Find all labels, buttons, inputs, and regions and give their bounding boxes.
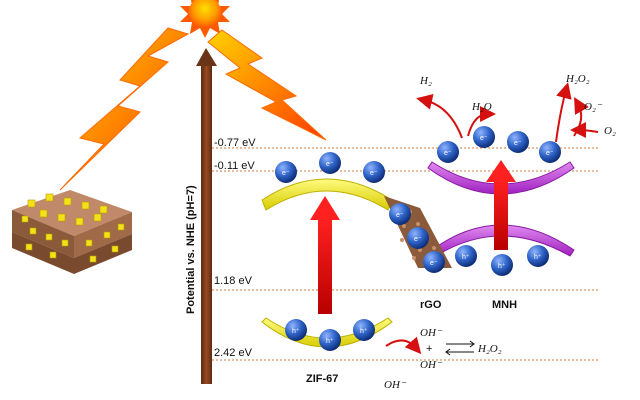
carrier-balls: e⁻ e⁻ e⁻ e⁻ e⁻ e⁻ e⁻ e⁻ e⁻ e⁻ h⁺ h⁺ h⁺ h… (275, 126, 561, 351)
oh-bottom-label: OH⁻ (384, 379, 407, 391)
zif-excitation-arrow (310, 196, 340, 314)
h2o-label: H₂O (471, 101, 492, 113)
plus-sign: + (426, 343, 432, 355)
hole-ball: h⁺ (353, 319, 375, 341)
o2-label: O₂ (604, 125, 616, 137)
svg-text:e⁻: e⁻ (370, 170, 378, 177)
level-label: -0.11 eV (214, 160, 255, 172)
electron-ball: e⁻ (539, 141, 561, 163)
mnh-conduction-band-arc (427, 161, 575, 195)
mnh-label: MNH (492, 299, 517, 311)
hole-ball: h⁺ (455, 245, 477, 267)
hole-ball: h⁺ (527, 245, 549, 267)
electron-ball: e⁻ (389, 203, 411, 225)
svg-text:e⁻: e⁻ (282, 170, 290, 177)
electron-ball: e⁻ (275, 161, 297, 183)
hole-ball: h⁺ (285, 319, 307, 341)
svg-text:h⁺: h⁺ (462, 254, 470, 261)
level-label: 2.42 eV (214, 347, 253, 359)
svg-text:e⁻: e⁻ (326, 161, 334, 168)
svg-text:e⁻: e⁻ (444, 150, 452, 157)
oh-label-1: OH⁻ (420, 327, 443, 339)
zif-67-crystal-structure (12, 190, 132, 274)
h2o2-bottom-label: H₂O₂ (477, 343, 502, 355)
electron-ball: e⁻ (363, 161, 385, 183)
svg-text:h⁺: h⁺ (292, 328, 300, 335)
hole-ball: h⁺ (319, 329, 341, 351)
svg-text:h⁺: h⁺ (534, 254, 542, 261)
electron-ball: e⁻ (507, 131, 529, 153)
reaction-arrows (385, 82, 599, 355)
svg-text:e⁻: e⁻ (396, 212, 404, 219)
o2-radical-label: O₂⁻ (584, 101, 603, 113)
svg-text:h⁺: h⁺ (498, 263, 506, 270)
electron-ball: e⁻ (437, 141, 459, 163)
axis-label: Potential vs. NHE (pH=7) (185, 185, 197, 314)
svg-text:h⁺: h⁺ (326, 338, 334, 345)
oh-label-2: OH⁻ (420, 359, 443, 371)
mnh-valence-band-arc (431, 224, 575, 257)
svg-text:e⁻: e⁻ (480, 135, 488, 142)
svg-text:e⁻: e⁻ (546, 150, 554, 157)
electron-ball: e⁻ (423, 251, 445, 273)
hole-ball: h⁺ (491, 254, 513, 276)
sun-icon (180, 0, 230, 38)
h2-label: H₂ (419, 75, 432, 87)
right-light-bolt-icon (207, 29, 327, 141)
potential-axis (196, 48, 217, 384)
zif-67-label: ZIF-67 (306, 373, 338, 385)
svg-text:h⁺: h⁺ (360, 328, 368, 335)
level-label: -0.77 eV (214, 137, 256, 149)
h2o2-top-label: H₂O₂ (565, 73, 590, 85)
svg-text:e⁻: e⁻ (514, 140, 522, 147)
electron-ball: e⁻ (407, 227, 429, 249)
level-label: 1.18 eV (214, 275, 253, 287)
left-light-bolt-icon (59, 27, 190, 191)
rgo-label: rGO (420, 299, 442, 311)
electron-ball: e⁻ (473, 126, 495, 148)
electron-ball: e⁻ (319, 152, 341, 174)
svg-text:e⁻: e⁻ (430, 260, 438, 267)
equilibrium-arrows (445, 340, 475, 356)
svg-text:e⁻: e⁻ (414, 236, 422, 243)
mnh-excitation-arrow (486, 160, 516, 250)
